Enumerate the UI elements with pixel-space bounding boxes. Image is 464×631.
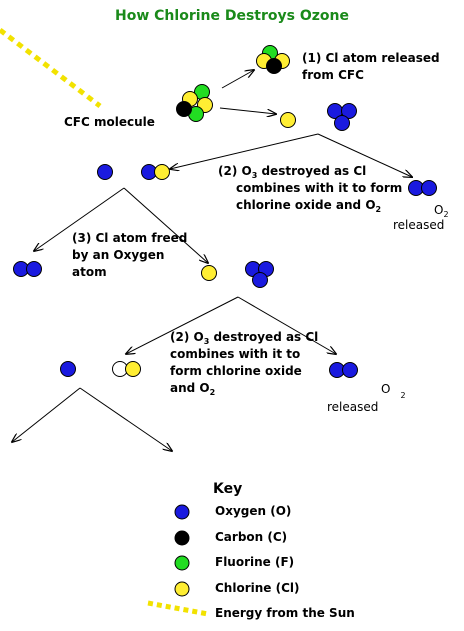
step1-text-line1: (1) Cl atom released: [302, 51, 440, 65]
oxygen-atom-2: [60, 361, 76, 377]
cfc-molecule: [176, 84, 213, 122]
step3-text-line3: atom: [72, 265, 107, 279]
step2b-text-line3: form chlorine oxide: [170, 364, 302, 378]
key-item-fluorine: Fluorine (F): [174, 555, 294, 571]
key-item-energy: Energy from the Sun: [147, 600, 355, 620]
ozone-molecule-1: [327, 103, 357, 131]
svg-text:Energy from the Sun: Energy from the Sun: [215, 606, 355, 620]
key-heading: Key: [213, 481, 242, 497]
o2-molecule-2: [13, 261, 42, 277]
step2b-text-line2: combines with it to: [170, 347, 300, 361]
chlorine-oxide-1: [141, 164, 170, 180]
sunlight-ray: [0, 28, 102, 108]
ozone-molecule-2: [245, 261, 274, 288]
arrow-to-chlorine-oxide-2: [126, 296, 239, 354]
svg-text:Chlorine (Cl): Chlorine (Cl): [215, 581, 300, 595]
step2b-text-line4: and O2: [170, 381, 215, 397]
free-chlorine-atom: [280, 112, 296, 128]
arrow-bottom-left: [12, 387, 81, 442]
diagram-title: How Chlorine Destroys Ozone: [115, 8, 349, 24]
step2a-text-line2: combines with it to form: [236, 181, 402, 195]
svg-text:Carbon (C): Carbon (C): [215, 530, 287, 544]
o2-label-1: O2: [434, 203, 449, 219]
released-label-1: released: [393, 218, 444, 232]
arrow-to-o2-1: [317, 133, 412, 177]
o2-molecule-3: [329, 362, 358, 378]
step3-text-line1: (3) Cl atom freed: [72, 231, 187, 245]
step2b-text-line1: (2) O3 destroyed as Cl: [170, 330, 318, 346]
released-label-2: released: [327, 400, 378, 414]
step2a-text-line1: (2) O3 destroyed as Cl: [218, 164, 366, 180]
key-item-chlorine: Chlorine (Cl): [174, 581, 300, 597]
arrow-to-freed-cl-2: [123, 187, 208, 263]
svg-text:Oxygen (O): Oxygen (O): [215, 504, 291, 518]
arrow-to-o2-2: [34, 187, 125, 251]
o2-molecule-1: [408, 180, 437, 196]
arrow-to-o2-3: [237, 296, 336, 354]
arrow-to-remainder: [221, 70, 254, 89]
free-chlorine-atom-2: [201, 265, 217, 281]
step2a-text-line3: chlorine oxide and O2: [236, 198, 381, 214]
arrow-to-freed-cl: [219, 107, 276, 114]
key-item-oxygen: Oxygen (O): [174, 504, 291, 520]
oxygen-atom-1: [97, 164, 113, 180]
key-item-carbon: Carbon (C): [174, 530, 287, 546]
svg-text:Fluorine (F): Fluorine (F): [215, 555, 294, 569]
step3-text-line2: by an Oxygen: [72, 248, 164, 262]
chlorine-oxide-2: [112, 361, 141, 377]
arrow-to-chlorine-oxide-1: [170, 133, 319, 169]
arrow-bottom-right: [79, 387, 172, 451]
cfc-label: CFC molecule: [64, 115, 155, 129]
cfc-remainder: [256, 45, 290, 74]
step1-text-line2: from CFC: [302, 68, 364, 82]
